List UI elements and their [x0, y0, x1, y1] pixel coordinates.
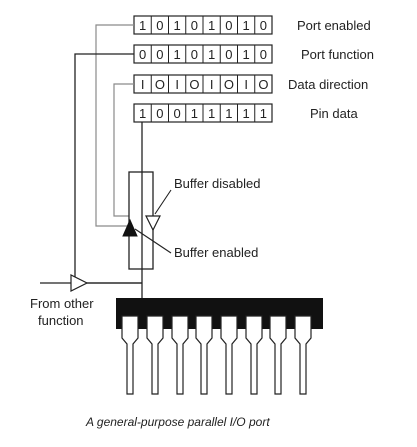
buffer-enabled-triangle: [122, 218, 138, 237]
register-bit: I: [175, 77, 179, 92]
chip-pin: [220, 315, 238, 395]
register-bit: I: [141, 77, 145, 92]
from-other-function-label-line1: From other: [30, 296, 94, 311]
chip-pin: [245, 315, 263, 395]
data-direction-control-line: [113, 83, 137, 217]
register-bit: 0: [191, 18, 198, 33]
chip-pin: [294, 315, 312, 395]
register-bit: 0: [260, 18, 267, 33]
register-bit: 0: [156, 47, 163, 62]
register-bit: 0: [225, 18, 232, 33]
buffer-disabled-triangle: [145, 215, 161, 232]
register-bit: 1: [243, 47, 250, 62]
register-bit: O: [224, 77, 234, 92]
register-bit: 1: [243, 18, 250, 33]
chip-pin: [171, 315, 189, 395]
figure-caption: A general-purpose parallel I/O port: [85, 415, 270, 429]
chip-pin: [121, 315, 139, 395]
register-bit: 0: [156, 18, 163, 33]
register-bit: I: [244, 77, 248, 92]
buffer-disabled-leader: [154, 189, 172, 215]
register-bit: 1: [191, 106, 198, 121]
register-bit: 0: [191, 47, 198, 62]
register-bit: 0: [225, 47, 232, 62]
register-bit: 1: [243, 106, 250, 121]
register-bit: 0: [260, 47, 267, 62]
register-bit: O: [155, 77, 165, 92]
register-bit: 0: [174, 106, 181, 121]
register-bit: 1: [208, 47, 215, 62]
register-bit: 1: [225, 106, 232, 121]
register-bit: 1: [174, 47, 181, 62]
register-bit: 1: [139, 18, 146, 33]
chip-pin: [146, 315, 164, 395]
register-bit: 1: [260, 106, 267, 121]
register-label-port-function: Port function: [301, 47, 374, 62]
register-bit: O: [189, 77, 199, 92]
register-bit: I: [210, 77, 214, 92]
register-bit: 1: [208, 106, 215, 121]
buffer-enabled-leader: [134, 228, 172, 254]
from-other-function-label-line2: function: [38, 313, 84, 328]
register-bit: 0: [156, 106, 163, 121]
register-bit: 1: [139, 106, 146, 121]
chip-pin: [195, 315, 213, 395]
register-bit: O: [258, 77, 268, 92]
chip-pins: [121, 315, 312, 395]
buffer-disabled-label: Buffer disabled: [174, 176, 261, 191]
register-label-port-enabled: Port enabled: [297, 18, 371, 33]
register-label-pin-data: Pin data: [310, 106, 358, 121]
other-function-buffer-triangle: [70, 274, 89, 292]
register-bit: 1: [174, 18, 181, 33]
register-bit: 1: [208, 18, 215, 33]
register-bit: 0: [139, 47, 146, 62]
register-label-data-direction: Data direction: [288, 77, 368, 92]
buffer-enabled-label: Buffer enabled: [174, 245, 258, 260]
chip-pin: [269, 315, 287, 395]
